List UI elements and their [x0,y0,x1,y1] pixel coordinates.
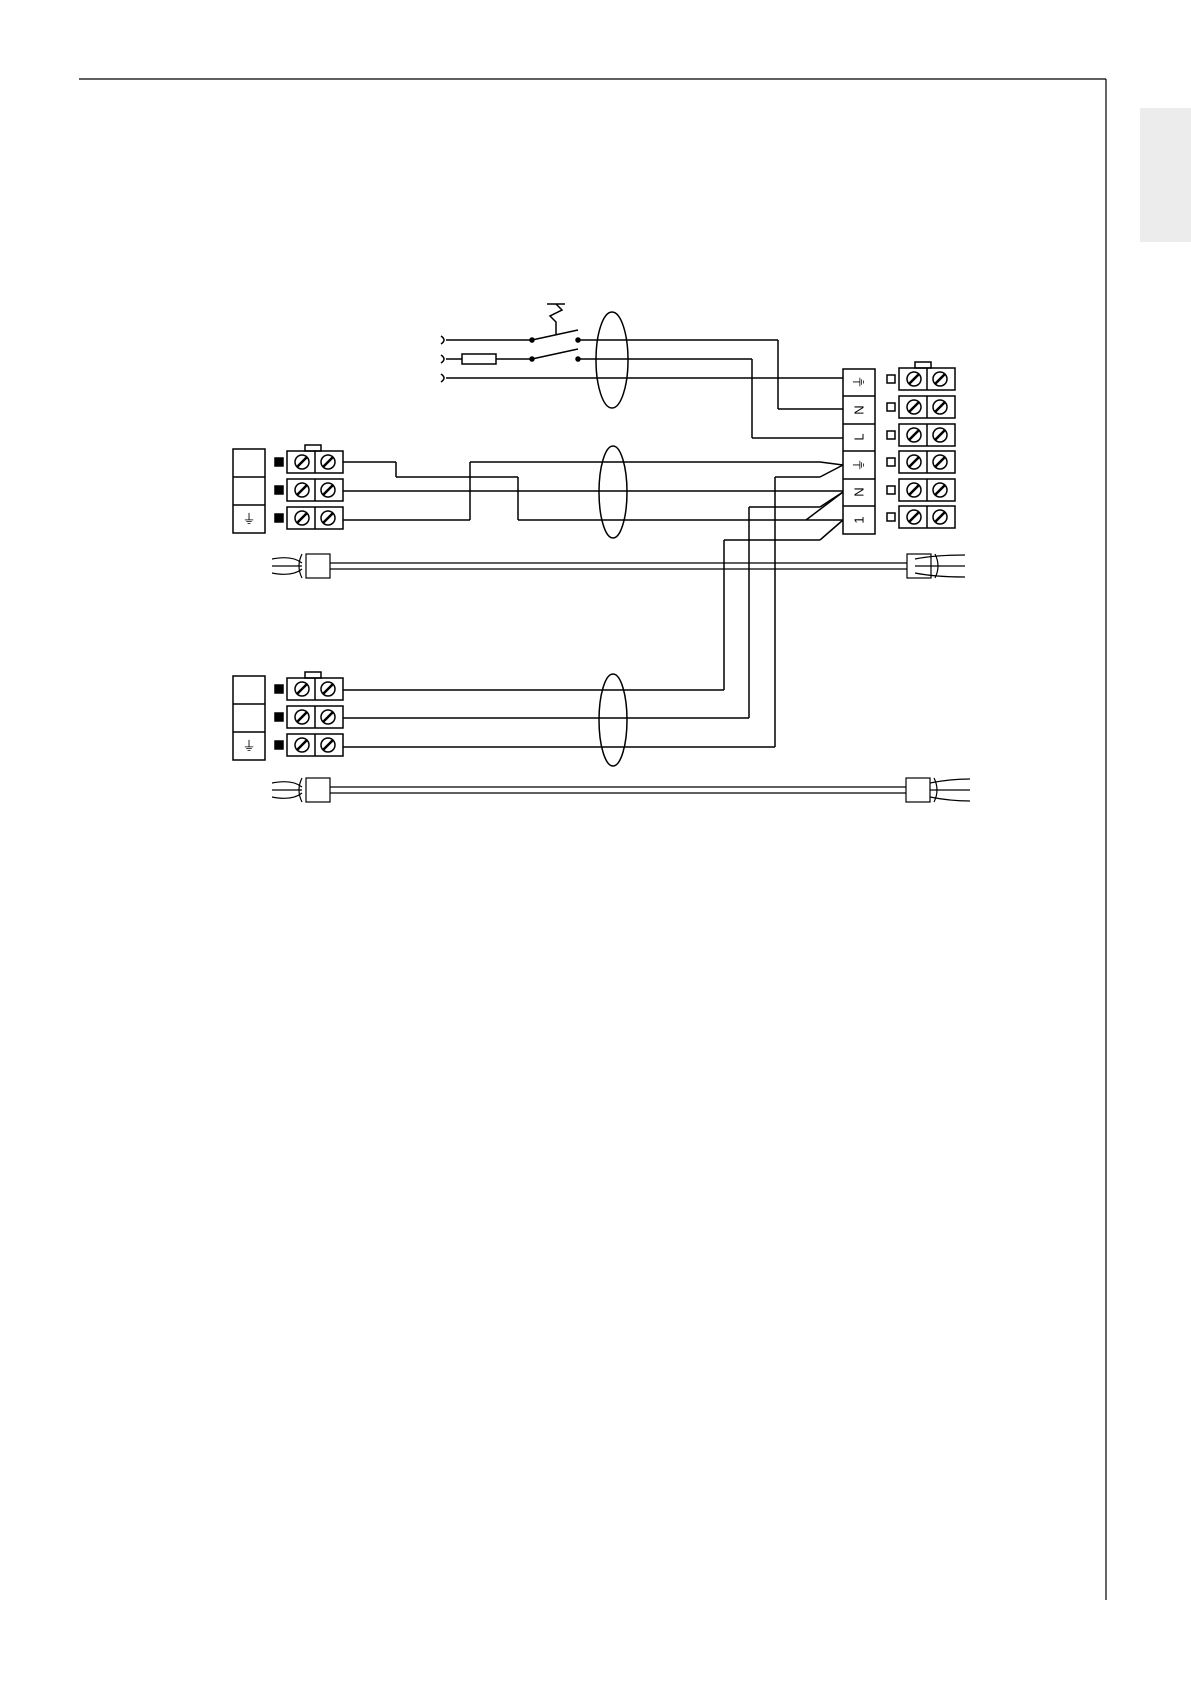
main-label-0: ⏚ [852,375,867,388]
terminal-stub [275,458,283,466]
remote-unit-2-wires [343,465,843,747]
remote-unit-1-wires [343,462,843,520]
main-terminal-block [843,369,875,534]
right-terminal-4 [887,479,955,501]
main-label-1: N [852,405,867,414]
terminal-stub [887,431,895,439]
terminal-stub [887,403,895,411]
supply-wires [578,340,843,438]
terminal-stub [887,486,895,494]
cable-bundle-icon [599,674,627,766]
right-terminal-3 [887,451,955,473]
connector-plug-icon [306,554,330,578]
remote2-terminal-0 [275,678,343,700]
right-terminal-2 [887,424,955,446]
main-label-5: 1 [852,516,867,523]
connector-plug-icon [906,778,930,802]
terminal-stub [275,741,283,749]
remote1-terminal-1 [275,479,343,501]
terminal-stub [887,513,895,521]
terminal-stub [275,685,283,693]
main-label-3: ⏚ [852,458,867,471]
right-terminal-1 [887,396,955,418]
terminal-stub [275,486,283,494]
main-label-4: N [852,487,867,496]
terminal-stub [887,458,895,466]
cable-bundle-icon [596,312,628,408]
side-tab [1140,108,1191,242]
remote2-terminal-2 [275,734,343,756]
flat-cable-1 [272,554,965,578]
switch-icon [532,304,578,359]
right-terminal-0 [887,368,955,390]
wiring [441,304,875,534]
terminal-stub [275,713,283,721]
main-block-labels: ⏚ N L ⏚ N 1 [852,375,867,523]
connector-plug-icon [306,778,330,802]
cable-bundle-icon [599,446,627,538]
main-label-2: L [852,433,867,440]
page-frame [79,79,1106,1600]
right-terminal-5 [887,506,955,528]
terminal-stub [887,375,895,383]
remote1-terminal-2 [275,507,343,529]
remote1-terminal-0 [275,451,343,473]
earth-icon: ⏚ [242,512,255,527]
right-terminal-strips [887,362,955,528]
fuse-icon [462,354,496,364]
remote2-terminal-1 [275,706,343,728]
terminal-stub [275,514,283,522]
earth-icon: ⏚ [242,739,255,754]
flat-cable-2 [272,778,970,802]
